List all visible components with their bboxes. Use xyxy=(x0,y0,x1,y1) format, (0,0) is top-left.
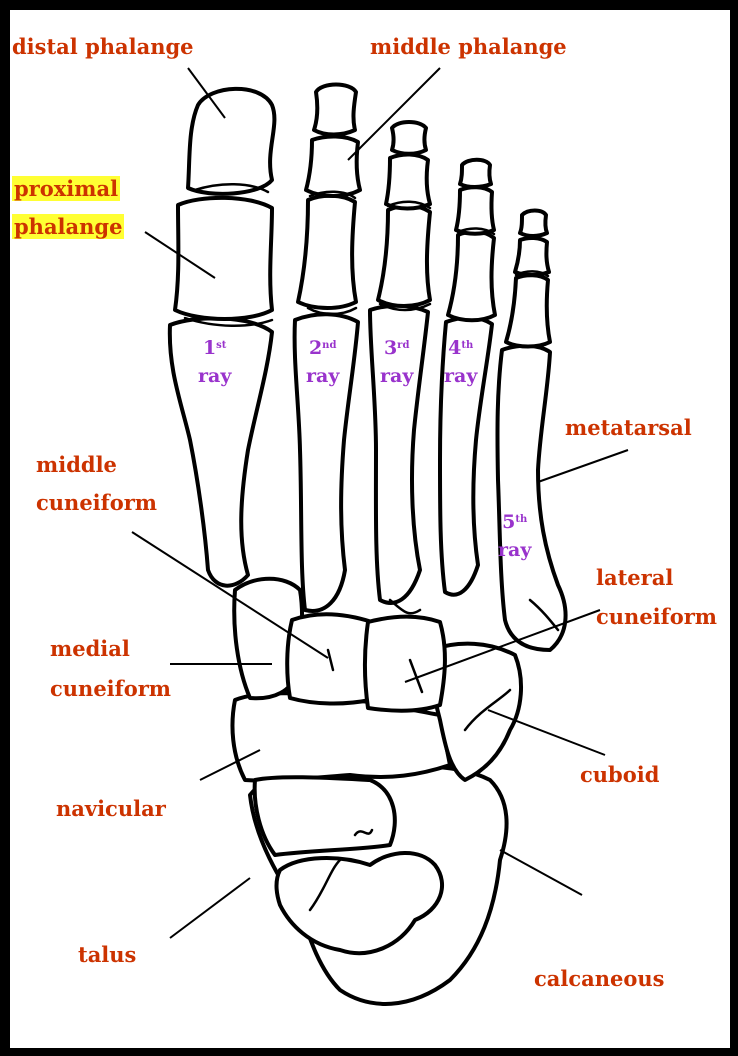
ray-4-suffix: th xyxy=(461,340,473,351)
label-medial-cuneiform-line2: cuneiform xyxy=(50,676,171,702)
ray-label-2: 2nd ray xyxy=(306,334,339,390)
ray-3-number: 3 xyxy=(384,337,397,359)
ray-5-number: 5 xyxy=(502,511,515,533)
ray-4-number: 4 xyxy=(448,337,461,359)
label-distal-phalange: distal phalange xyxy=(12,34,194,60)
label-proximal-phalange-line1: proximal xyxy=(12,176,120,201)
label-middle-cuneiform-line2: cuneiform xyxy=(36,490,157,516)
ray-2-word: ray xyxy=(306,362,339,390)
label-proximal-phalange: proximal xyxy=(12,176,120,202)
ray-label-1: 1st ray xyxy=(198,334,231,390)
proximal-phalanx-2 xyxy=(298,196,356,308)
label-cuboid: cuboid xyxy=(580,762,659,788)
label-lateral-cuneiform-line1: lateral xyxy=(596,565,673,591)
distal-phalanx-3 xyxy=(392,122,426,154)
foot-bones-drawing xyxy=(10,10,730,1048)
ray-5-word: ray xyxy=(498,536,531,564)
middle-phalanx-5 xyxy=(515,238,549,275)
label-proximal-phalange-line2-wrap: phalange xyxy=(12,214,124,240)
ray-3-suffix: rd xyxy=(397,340,409,351)
distal-phalanx-1 xyxy=(188,89,274,194)
ray-label-3: 3rd ray xyxy=(380,334,413,390)
distal-phalanx-2 xyxy=(314,85,356,135)
label-metatarsal: metatarsal xyxy=(565,415,692,441)
distal-phalanx-4 xyxy=(460,160,491,187)
metatarsal-5 xyxy=(497,346,565,650)
ray-1-suffix: st xyxy=(216,340,226,351)
ray-1-number: 1 xyxy=(203,337,216,359)
ray-label-5: 5th ray xyxy=(498,508,531,564)
ray-1-word: ray xyxy=(198,362,231,390)
distal-phalanx-5 xyxy=(520,211,547,237)
ray-2-suffix: nd xyxy=(322,340,336,351)
talus-neck xyxy=(255,777,395,855)
middle-phalanx-4 xyxy=(456,187,494,234)
ray-4-word: ray xyxy=(444,362,477,390)
ray-label-4: 4th ray xyxy=(444,334,477,390)
label-talus: talus xyxy=(78,942,136,968)
label-middle-phalange: middle phalange xyxy=(370,34,567,60)
label-medial-cuneiform-line1: medial xyxy=(50,636,130,662)
proximal-phalanx-4 xyxy=(448,232,495,321)
proximal-phalanx-1 xyxy=(175,198,272,319)
proximal-phalanx-5 xyxy=(506,275,550,346)
middle-phalanx-3 xyxy=(386,154,430,208)
proximal-phalanx-3 xyxy=(378,206,430,306)
ray-3-word: ray xyxy=(380,362,413,390)
label-calcaneous: calcaneous xyxy=(534,966,665,992)
label-middle-cuneiform-line1: middle xyxy=(36,452,117,478)
middle-phalanx-2 xyxy=(306,136,360,196)
diagram-canvas: distal phalange middle phalange proximal… xyxy=(10,10,730,1048)
ray-5-suffix: th xyxy=(515,514,527,525)
lateral-cuneiform-bone xyxy=(365,617,445,711)
label-lateral-cuneiform-line2: cuneiform xyxy=(596,604,717,630)
label-navicular: navicular xyxy=(56,796,166,822)
ray-2-number: 2 xyxy=(309,337,322,359)
label-proximal-phalange-line2: phalange xyxy=(12,214,124,239)
